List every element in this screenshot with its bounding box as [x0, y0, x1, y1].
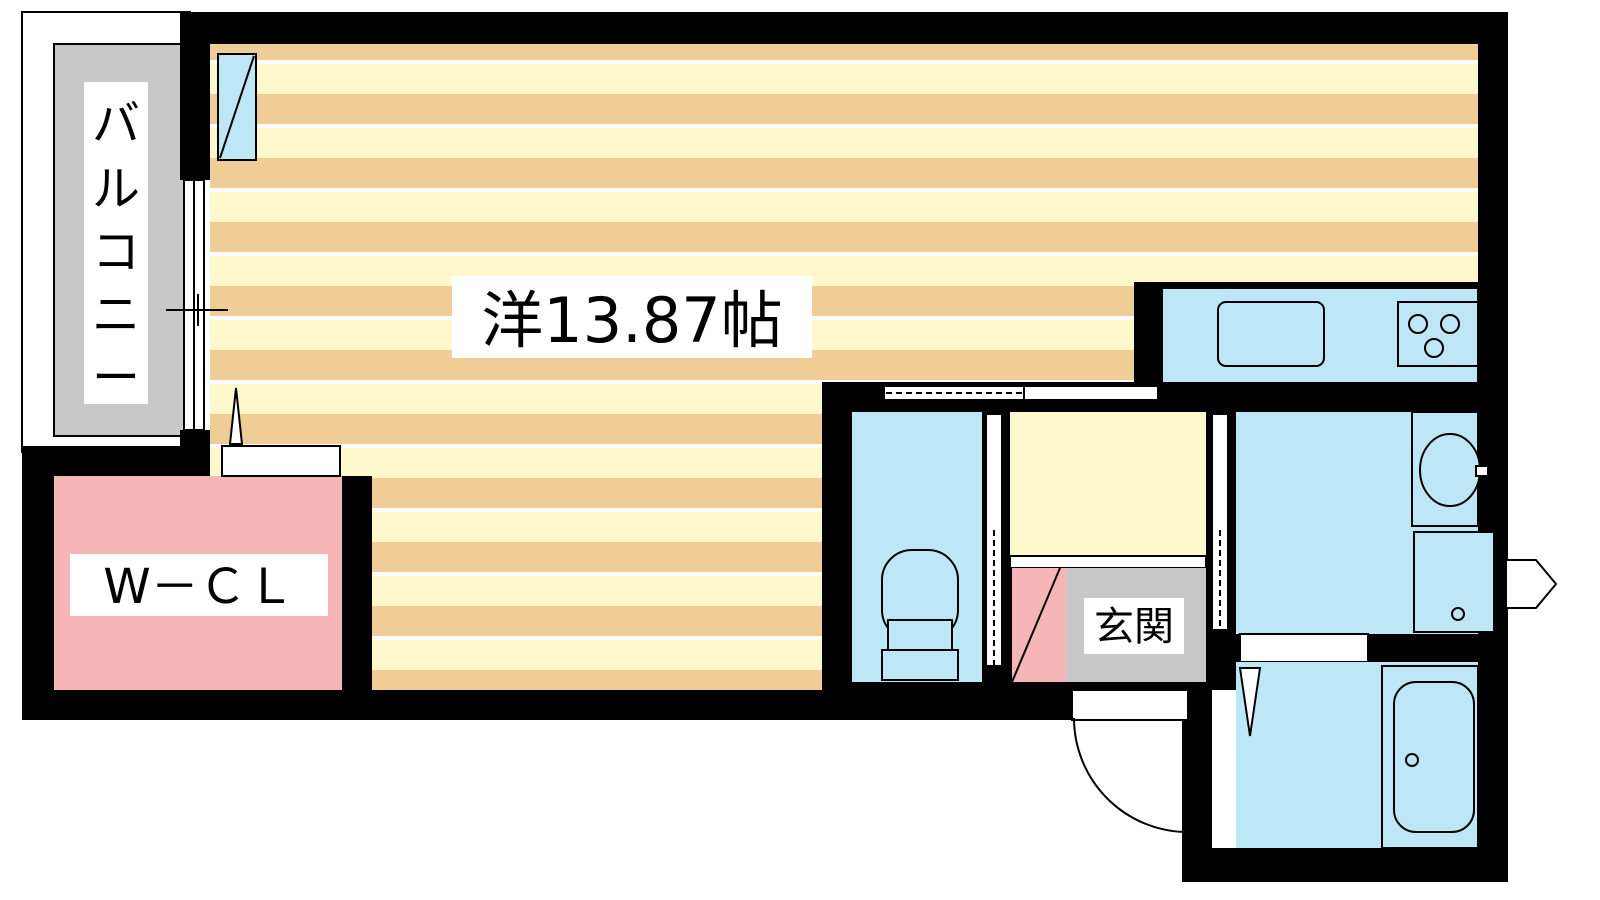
balcony-label: バ ル コ ニ ー	[84, 82, 148, 406]
entrance-label: 玄関	[1094, 604, 1174, 650]
balcony-label-char: ル	[92, 161, 140, 217]
bathtub-icon	[1393, 681, 1475, 833]
entrance-door-icon	[1071, 689, 1189, 833]
burner-icon	[1440, 314, 1460, 334]
balcony-label-char: バ	[92, 96, 140, 152]
balcony-label-char: コ	[92, 224, 140, 280]
walk-in-closet-label: W－ＣＬ	[103, 559, 294, 615]
burner-icon	[1408, 314, 1428, 334]
meter-box-icon	[1505, 559, 1558, 609]
balcony-label-char: ー	[92, 350, 140, 406]
closet-door-icon	[228, 387, 244, 445]
corridor-floor	[1010, 412, 1206, 556]
burner-icon	[1424, 338, 1444, 358]
bathroom-door-icon	[1238, 667, 1262, 737]
balcony-window	[166, 179, 228, 431]
balcony-label-char: ニ	[92, 287, 140, 343]
closet-door-opening	[221, 445, 341, 477]
western-room-label: 洋13.87帖	[481, 284, 783, 357]
top-window	[217, 53, 257, 161]
washing-machine-space	[1413, 531, 1495, 633]
sink	[1217, 301, 1325, 367]
